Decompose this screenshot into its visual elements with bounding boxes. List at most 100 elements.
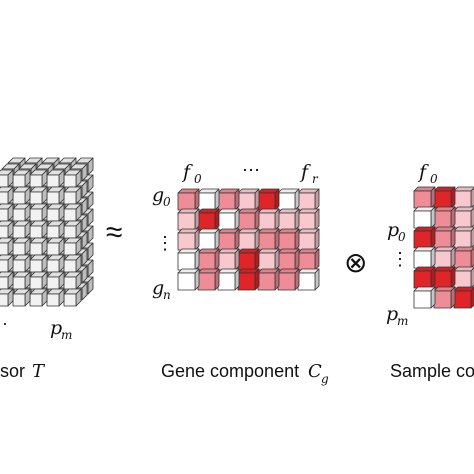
tensor-cube	[12, 186, 31, 205]
gene-row-g-sub: 0	[163, 195, 171, 209]
gene-cell-cube	[237, 228, 260, 251]
sample-cell-cube	[453, 266, 474, 289]
tensor-cube	[29, 220, 48, 239]
tensor-cube	[0, 271, 14, 290]
sample-cell-cube	[413, 226, 436, 249]
tensor-cube	[12, 254, 31, 273]
sample-row-p-sub: 0	[398, 230, 406, 244]
gene-row-label-g0: g 0	[152, 184, 171, 209]
tensor-caption: sor T	[0, 361, 46, 382]
tensor-cube	[29, 169, 48, 188]
sample-cell-cube	[433, 246, 456, 269]
sample-cell-cube	[413, 206, 436, 229]
tensor-cube	[0, 288, 14, 307]
gene-row-g-last: g	[152, 277, 164, 299]
sample-row-p-last-sub: m	[397, 314, 408, 328]
tensor-cube	[29, 237, 48, 256]
gene-cell-cube	[297, 188, 320, 211]
sample-caption-text: Sample co	[390, 361, 474, 381]
sample-row-ellipsis: ⋮	[391, 249, 409, 269]
gene-cell-cube	[177, 228, 200, 251]
gene-cell-cube	[237, 268, 260, 291]
gene-cell-cube	[277, 268, 300, 291]
gene-cell-cube	[297, 208, 320, 231]
gene-col-label-f0: f 0	[181, 161, 202, 186]
gene-cell-cube	[237, 188, 260, 211]
gene-col-f-sub: 0	[194, 172, 202, 186]
tensor-label-p: p	[50, 317, 62, 339]
gene-cell-cube	[177, 248, 200, 271]
tensor-cube	[12, 220, 31, 239]
gene-cell-cube	[297, 228, 320, 251]
tensor-cube-stack	[0, 157, 94, 307]
tensor-cube	[63, 203, 82, 222]
sample-component-grid	[413, 186, 474, 309]
tensor-cube	[46, 203, 65, 222]
sample-cell-cube	[433, 226, 456, 249]
gene-row-g: g	[152, 184, 164, 206]
gene-cell-cube	[217, 248, 240, 271]
tensor-cube	[46, 288, 65, 307]
sample-cell-cube	[413, 266, 436, 289]
tensor-cube	[46, 254, 65, 273]
gene-cell-cube	[217, 268, 240, 291]
gene-cell-cube	[197, 248, 220, 271]
gene-cell-cube	[177, 268, 200, 291]
gene-cell-cube	[237, 248, 260, 271]
tensor-label-pm: p m	[50, 317, 72, 342]
sample-cell-cube	[433, 266, 456, 289]
gene-cell-cube	[297, 268, 320, 291]
gene-caption: Gene component C g	[161, 361, 329, 386]
gene-cell-cube	[197, 228, 220, 251]
tensor-cube	[63, 186, 82, 205]
sample-col-f-sub: 0	[430, 172, 438, 186]
gene-cell-cube	[257, 248, 280, 271]
tensor-cube	[0, 203, 14, 222]
sample-cell-cube	[413, 246, 436, 269]
gene-cell-cube	[197, 208, 220, 231]
sample-cell-cube	[433, 286, 456, 309]
gene-cell-cube	[257, 208, 280, 231]
gene-col-label-fr: f r	[299, 161, 319, 186]
tensor-caption-var: T	[32, 361, 46, 382]
gene-col-ellipsis: ⋯	[242, 160, 260, 180]
gene-row-label-gn: g n	[152, 277, 171, 302]
sample-cell-cube	[433, 206, 456, 229]
otimes-symbol: ⊗	[344, 247, 367, 278]
tensor-cube	[63, 237, 82, 256]
gene-component-grid	[177, 188, 320, 291]
tensor-cube	[29, 254, 48, 273]
gene-cell-cube	[257, 188, 280, 211]
gene-cell-cube	[197, 188, 220, 211]
tensor-cube	[63, 220, 82, 239]
sample-col-label-f0: f 0	[417, 161, 438, 186]
sample-cell-cube	[433, 186, 456, 209]
gene-row-ellipsis: ⋮	[156, 233, 174, 253]
sample-cell-cube	[453, 186, 474, 209]
tensor-cube	[63, 271, 82, 290]
gene-cell-cube	[237, 208, 260, 231]
tensor-cube	[12, 203, 31, 222]
gene-caption-text: Gene component	[161, 361, 299, 381]
gene-col-f-last-sub: r	[312, 172, 319, 186]
sample-row-p: p	[387, 219, 399, 241]
approx-symbol: ≈	[106, 216, 122, 249]
tensor-cube	[63, 288, 82, 307]
tensor-cube	[12, 237, 31, 256]
gene-cell-cube	[277, 228, 300, 251]
tensor-label-p-sub: m	[61, 328, 72, 342]
gene-row-g-last-sub: n	[163, 288, 171, 302]
gene-cell-cube	[277, 208, 300, 231]
tensor-cube	[46, 220, 65, 239]
gene-cell-cube	[177, 188, 200, 211]
tensor-cube	[46, 169, 65, 188]
sample-cell-cube	[413, 286, 436, 309]
tensor-cube	[0, 237, 14, 256]
gene-cell-cube	[277, 188, 300, 211]
sample-cell-cube	[413, 186, 436, 209]
gene-cell-cube	[297, 248, 320, 271]
gene-cell-cube	[197, 268, 220, 291]
tensor-cube	[29, 203, 48, 222]
